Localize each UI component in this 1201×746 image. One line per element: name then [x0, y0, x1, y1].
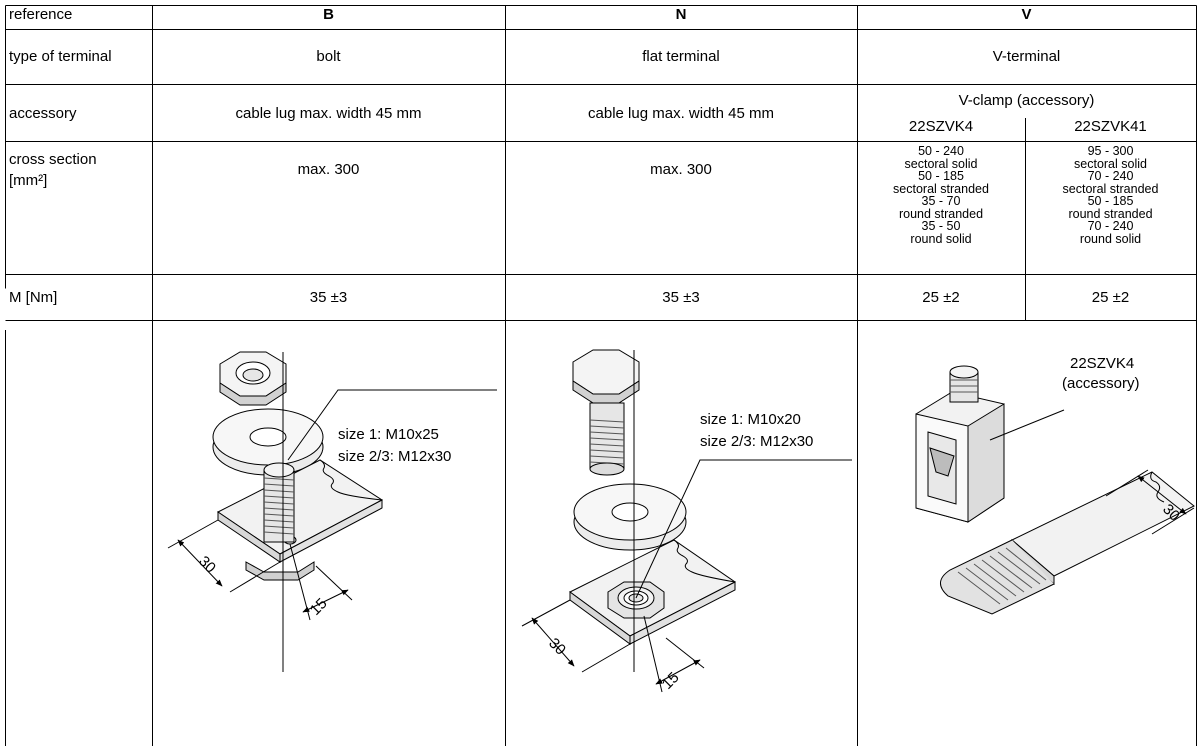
bolt-dim-hole: 15 [307, 595, 331, 619]
cross-v2-line: round stranded [1068, 206, 1153, 221]
cross-label-line2: [mm²] [9, 172, 48, 189]
header-b: B [323, 6, 334, 23]
cross-b: max. 300 [297, 161, 360, 178]
torque-b: 35 ±3 [309, 289, 348, 306]
cross-v1: 50 - 240 sectoral solid 50 - 185 sectora… [857, 145, 1025, 245]
accessory-label: accessory [9, 105, 77, 122]
flat-dim-width: 30 [545, 635, 569, 659]
torque-v2: 25 ±2 [1091, 289, 1130, 306]
accessory-n: cable lug max. width 45 mm [588, 105, 774, 122]
cross-v2-line: 70 - 240 [1087, 219, 1134, 233]
accessory-b: cable lug max. width 45 mm [235, 105, 422, 122]
header-n: N [675, 6, 687, 23]
bolt-size1-label: size 1: M10x25 [338, 426, 439, 443]
cross-v1-line: 35 - 50 [921, 219, 961, 233]
cross-v1-line: 50 - 185 [918, 169, 964, 183]
cross-n: max. 300 [650, 161, 712, 178]
type-n: flat terminal [642, 48, 720, 65]
flat-terminal-drawing [521, 349, 852, 693]
cross-v2: 95 - 300 sectoral solid 70 - 240 sectora… [1025, 145, 1196, 245]
torque-label: M [Nm] [9, 289, 58, 306]
cross-v2-line: sectoral stranded [1062, 181, 1159, 196]
cross-v1-line: 50 - 240 [918, 144, 964, 158]
cross-v2-line: sectoral solid [1074, 156, 1147, 171]
type-b: bolt [316, 48, 341, 65]
accessory-v2: 22SZVK41 [1074, 118, 1147, 135]
cross-v2-line: 50 - 185 [1087, 194, 1134, 208]
cross-label-line1: cross section [9, 151, 97, 168]
vclamp-name-label: 22SZVK4 [1070, 355, 1134, 372]
torque-v1: 25 ±2 [922, 289, 960, 306]
hex-nut-icon [607, 581, 665, 619]
accessory-v1: 22SZVK4 [908, 118, 974, 135]
washer-icon [212, 408, 324, 476]
torque-n: 35 ±3 [662, 289, 700, 306]
washer-icon [573, 483, 687, 551]
cross-v1-line: round stranded [898, 206, 984, 221]
cross-v2-line: 95 - 300 [1087, 144, 1134, 158]
type-label: type of terminal [9, 48, 112, 65]
v-terminal-drawing [915, 365, 1195, 615]
flat-bar-icon [217, 459, 383, 563]
cross-v1-line: sectoral solid [904, 156, 978, 171]
cross-v1-line: 35 - 70 [921, 194, 961, 208]
vclamp-note-label: (accessory) [1062, 375, 1140, 392]
bolt-terminal-drawing [167, 351, 497, 672]
cross-v2-line: round solid [1079, 231, 1142, 246]
header-reference: reference [9, 6, 73, 23]
bolt-dim-width: 30 [195, 553, 219, 577]
accessory-v: V-clamp (accessory) [958, 92, 1095, 109]
v-clamp-icon [915, 365, 1005, 523]
cross-v1-line: sectoral stranded [893, 181, 989, 196]
cross-v1-line: round solid [910, 231, 972, 246]
type-v: V-terminal [992, 48, 1061, 65]
header-v: V [1021, 6, 1032, 23]
cross-v2-line: 70 - 240 [1087, 169, 1134, 183]
hex-nut-icon [219, 351, 287, 406]
threaded-stud-icon [245, 462, 315, 581]
flat-size1-label: size 1: M10x20 [700, 411, 801, 428]
flat-dim-hole: 15 [659, 669, 683, 693]
hex-bolt-icon [572, 349, 640, 476]
bolt-size23-label: size 2/3: M12x30 [338, 448, 451, 465]
flat-size23-label: size 2/3: M12x30 [700, 433, 813, 450]
